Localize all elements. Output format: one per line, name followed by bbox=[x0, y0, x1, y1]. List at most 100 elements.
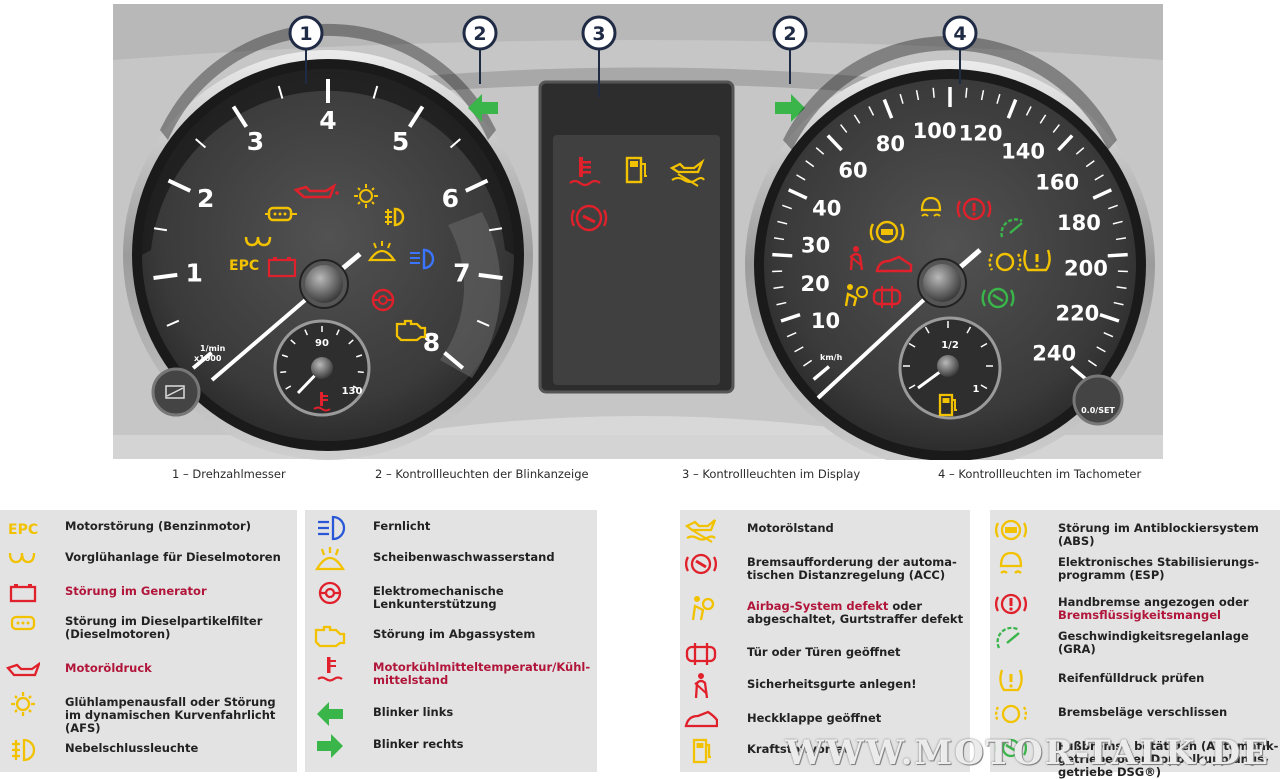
temp-tick bbox=[280, 372, 286, 373]
speedo-tick-label: 160 bbox=[1035, 170, 1079, 194]
tacho-unit-multiplier: x1000 bbox=[194, 354, 222, 363]
legend-label: Heckklappe geöffnet bbox=[747, 712, 881, 725]
temp-gauge-label-low: 90 bbox=[315, 338, 329, 349]
temp-tick bbox=[358, 372, 364, 373]
speedo-tick bbox=[1108, 255, 1128, 256]
caption-turn-signals: 2 – Kontrollleuchten der Blinkanzeige bbox=[375, 467, 589, 481]
legend-label: Störung im Antiblockiersystem (ABS) bbox=[1058, 522, 1259, 548]
set-reset-knob[interactable]: 0.0/SET bbox=[1074, 376, 1122, 424]
svg-text:0.0/SET: 0.0/SET bbox=[1081, 406, 1115, 415]
engine-icon bbox=[313, 622, 347, 650]
caption-speedometer: 4 – Kontrollleuchten im Tachometer bbox=[938, 467, 1141, 481]
tacho-tick-label: 1 bbox=[185, 259, 202, 288]
coolant-icon bbox=[313, 655, 347, 683]
legend-label: Handbremse angezogen oder Bremsflüssigke… bbox=[1058, 596, 1249, 622]
oil-can-icon bbox=[6, 656, 40, 684]
tacho-tick-label: 6 bbox=[442, 184, 459, 213]
callout-4: 4 bbox=[944, 17, 976, 49]
legend-label: Tür oder Türen geöffnet bbox=[747, 646, 901, 659]
legend-label: Geschwindigkeitsregelanlage (GRA) bbox=[1058, 630, 1249, 656]
epc-icon: EPC bbox=[6, 514, 40, 542]
speedo-tick-label: 10 bbox=[811, 309, 840, 333]
arrow-left-icon bbox=[313, 700, 347, 728]
speedo-tick bbox=[772, 255, 792, 256]
temp-gauge-label-high: 130 bbox=[342, 386, 363, 397]
rear-fog-icon bbox=[6, 736, 40, 764]
glow-plug-icon bbox=[6, 545, 40, 573]
legend-label: Reifenfülldruck prüfen bbox=[1058, 672, 1204, 685]
esp-icon bbox=[994, 550, 1028, 578]
tacho-unit: 1/min bbox=[200, 344, 226, 353]
tacho-tick-label: 2 bbox=[197, 184, 214, 213]
legend-label: Motorkühlmitteltemperatur/Kühl- mittelst… bbox=[373, 661, 590, 687]
steering-icon bbox=[313, 579, 347, 607]
legend-label: Störung im Dieselpartikelfilter (Dieselm… bbox=[65, 615, 262, 641]
speedo-tick-label: 100 bbox=[913, 119, 957, 143]
tacho-tick-label: 5 bbox=[392, 127, 409, 156]
fuel-gauge-half-label: 1/2 bbox=[941, 340, 959, 351]
tacho-epc-icon: EPC bbox=[229, 258, 259, 274]
trunk-open-icon bbox=[684, 706, 718, 734]
legend-label: Störung im Generator bbox=[65, 585, 207, 598]
legend-column-1: EPC Motorstörung (Benzinmotor) Vorglühanla… bbox=[0, 510, 297, 772]
legend-label: Scheibenwaschwasserstand bbox=[373, 551, 555, 564]
speedo-tick-label: 140 bbox=[1001, 139, 1045, 163]
speedo-tick bbox=[966, 88, 967, 98]
battery-icon bbox=[6, 579, 40, 607]
legend-label: Elektromechanische Lenkunterstützung bbox=[373, 585, 504, 611]
oil-level-icon bbox=[684, 516, 718, 544]
acc-brake-icon bbox=[684, 550, 718, 578]
tacho-tick-label: 7 bbox=[453, 259, 470, 288]
legend-label: Vorglühanlage für Dieselmotoren bbox=[65, 551, 281, 564]
svg-text:1: 1 bbox=[299, 23, 312, 45]
handbrake-icon bbox=[994, 590, 1028, 618]
tacho-tick-label: 3 bbox=[247, 127, 264, 156]
watermark: WWW.MOTOR-TALK.DE bbox=[785, 733, 1270, 773]
legend-label: Blinker rechts bbox=[373, 738, 463, 751]
speedo-tick-label: 220 bbox=[1055, 302, 1099, 326]
speedo-tick-label: 120 bbox=[959, 121, 1003, 145]
svg-text:2: 2 bbox=[473, 23, 486, 45]
cruise-control-icon bbox=[994, 624, 1028, 652]
washer-fluid-icon bbox=[313, 545, 347, 573]
fuel-gauge-full-label: 1 bbox=[973, 384, 980, 395]
legend-label: Motorstörung (Benzinmotor) bbox=[65, 520, 251, 533]
caption-tachometer: 1 – Drehzahlmesser bbox=[172, 467, 286, 481]
tacho-tick-label: 4 bbox=[319, 106, 336, 135]
center-display bbox=[540, 82, 733, 392]
callout-2-right: 2 bbox=[774, 17, 806, 49]
callout-2-left: 2 bbox=[464, 17, 496, 49]
speedo-tick-label: 200 bbox=[1064, 256, 1108, 280]
svg-text:2: 2 bbox=[783, 23, 796, 45]
speedo-tick-label: 60 bbox=[838, 159, 867, 183]
particle-filter-icon bbox=[6, 609, 40, 637]
legend-label: Nebelschlussleuchte bbox=[65, 742, 198, 755]
svg-text:4: 4 bbox=[953, 23, 966, 45]
abs-icon bbox=[994, 516, 1028, 544]
legend-label: Elektronisches Stabilisierungs- programm… bbox=[1058, 556, 1259, 582]
svg-text:3: 3 bbox=[592, 23, 605, 45]
speedo-tick-label: 40 bbox=[812, 197, 841, 221]
high-beam-icon bbox=[313, 514, 347, 542]
bulb-failure-icon bbox=[6, 690, 40, 718]
svg-text:EPC: EPC bbox=[8, 522, 38, 538]
legend-label: Störung im Abgassystem bbox=[373, 628, 535, 641]
callout-3: 3 bbox=[583, 17, 615, 49]
legend-label: Sicherheitsgurte anlegen! bbox=[747, 678, 917, 691]
legend-label: Motorölstand bbox=[747, 522, 834, 535]
legend-label: Glühlampenausfall oder Störung im dynami… bbox=[65, 696, 276, 735]
legend-label: Fernlicht bbox=[373, 520, 430, 533]
speedo-tick bbox=[933, 88, 934, 98]
tire-pressure-icon bbox=[994, 666, 1028, 694]
airbag-icon bbox=[684, 594, 718, 622]
trip-reset-knob[interactable] bbox=[153, 369, 199, 415]
caption-display: 3 – Kontrollleuchten im Display bbox=[682, 467, 860, 481]
speedo-tick-label: 20 bbox=[801, 272, 830, 296]
speedo-unit: km/h bbox=[820, 353, 843, 362]
arrow-right-icon bbox=[313, 732, 347, 760]
speedo-tick-label: 80 bbox=[876, 132, 905, 156]
legend-label: Bremsbeläge verschlissen bbox=[1058, 706, 1227, 719]
fuel-icon bbox=[684, 737, 718, 765]
